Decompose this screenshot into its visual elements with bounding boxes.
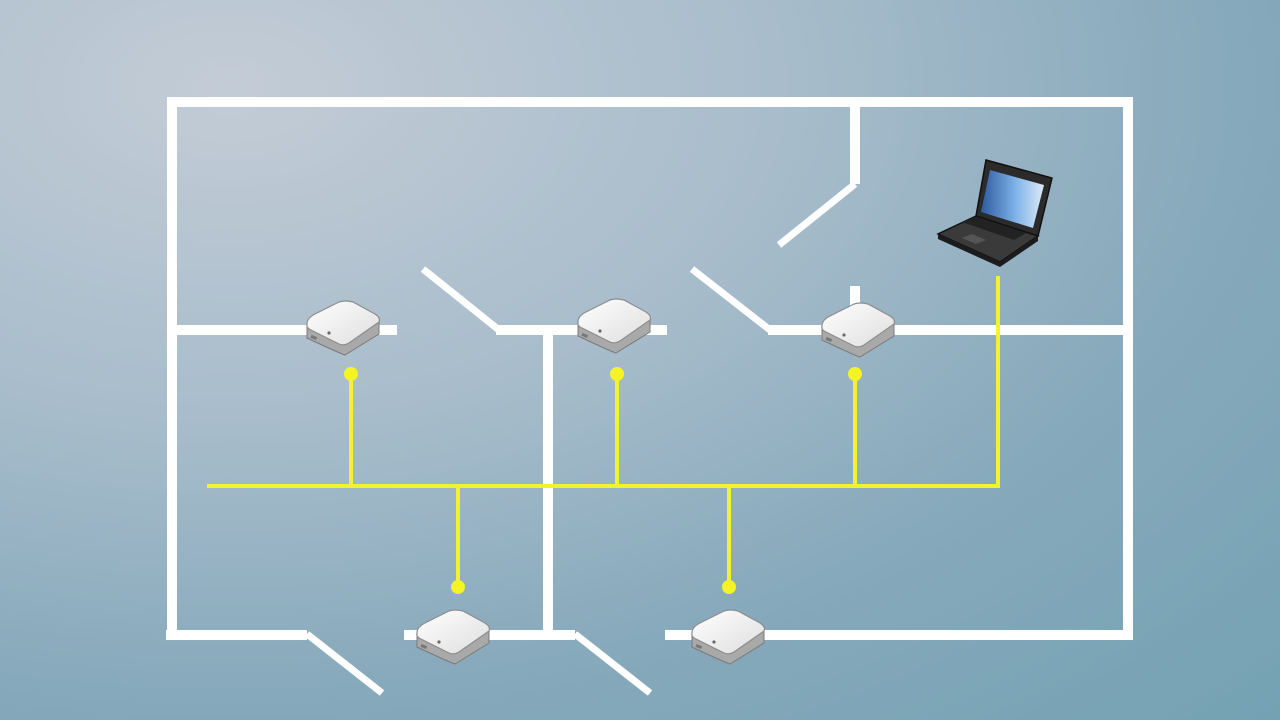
network-cabling [207, 276, 1000, 594]
cable-endpoint [451, 580, 465, 594]
cable-endpoint [344, 367, 358, 381]
wireless-access-point-icon [577, 298, 652, 354]
cable-endpoint [610, 367, 624, 381]
access-points [306, 298, 896, 665]
wireless-access-point-icon [691, 609, 766, 665]
cable-endpoint [722, 580, 736, 594]
wireless-access-point-icon [306, 300, 381, 356]
wireless-access-point-icon [416, 609, 491, 665]
cable-endpoint [848, 367, 862, 381]
door-swings [304, 181, 858, 696]
wireless-access-point-icon [821, 302, 896, 358]
laptop-icon [936, 159, 1053, 267]
